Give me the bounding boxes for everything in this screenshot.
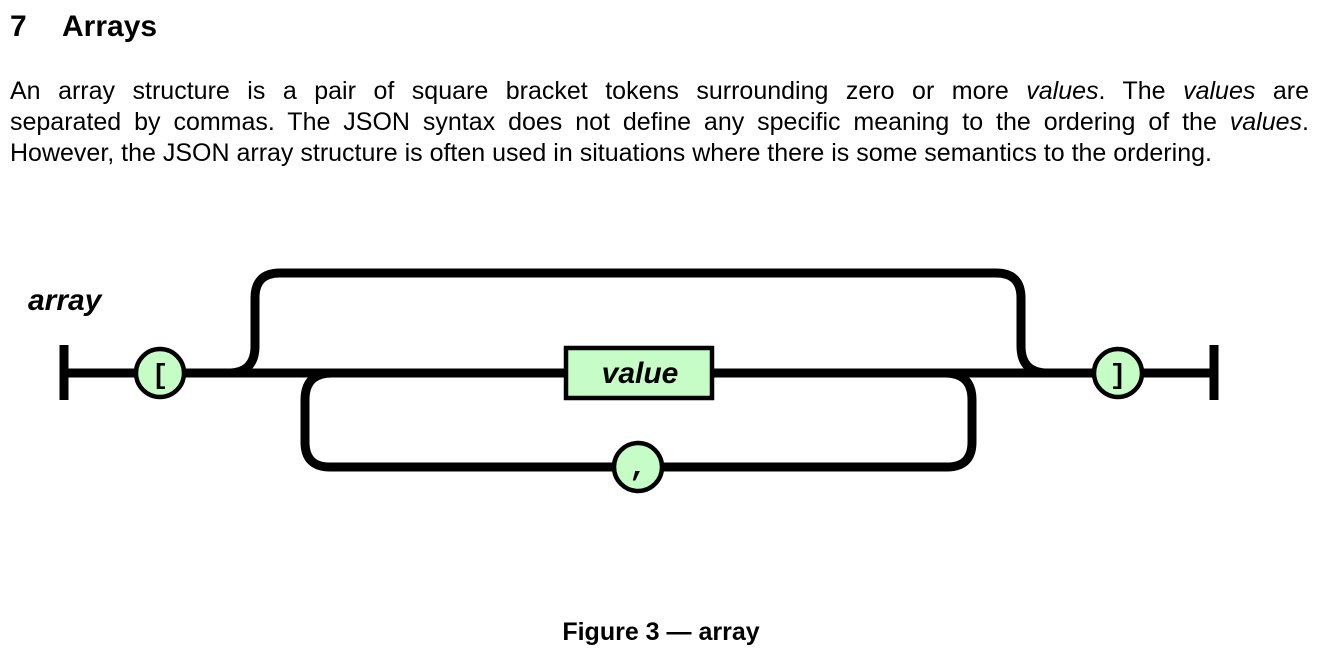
empty-bypass-track — [227, 268, 1049, 378]
open-bracket-label: [ — [152, 361, 169, 392]
array-railroad-diagram: array [ value , ] — [28, 268, 1219, 494]
value-box: value — [563, 345, 715, 401]
paragraph-text: . — [1302, 108, 1309, 136]
paragraph-text: An array structure is a pair of square b… — [10, 77, 1027, 105]
paragraph-text: separated by commas. The JSON syntax doe… — [10, 108, 1230, 136]
section-paragraph: An array structure is a pair of square b… — [10, 76, 1309, 169]
rule-name-label: array — [28, 284, 103, 317]
comma-label: , — [629, 451, 647, 485]
value-label: value — [602, 357, 679, 390]
close-bracket-token: ] — [1091, 346, 1145, 400]
close-bracket-label: ] — [1110, 361, 1127, 392]
paragraph-line-2: separated by commas. The JSON syntax doe… — [10, 107, 1309, 138]
figure-caption: Figure 3 — array — [562, 618, 760, 646]
section-number: 7 — [10, 10, 27, 43]
emphasized-term: values — [1026, 77, 1099, 105]
paragraph-line-1: An array structure is a pair of square b… — [10, 76, 1309, 107]
paragraph-text: . The — [1098, 77, 1184, 105]
comma-token: , — [611, 440, 665, 494]
section-title: Arrays — [62, 10, 158, 43]
emphasized-term: values — [1183, 77, 1256, 105]
paragraph-line-3: However, the JSON array structure is oft… — [10, 138, 1309, 169]
paragraph-text: However, the JSON array structure is oft… — [10, 139, 1212, 167]
emphasized-term: values — [1229, 108, 1303, 136]
section-heading: 7 Arrays — [10, 8, 157, 46]
open-bracket-token: [ — [133, 346, 187, 400]
paragraph-text: are — [1255, 77, 1309, 105]
